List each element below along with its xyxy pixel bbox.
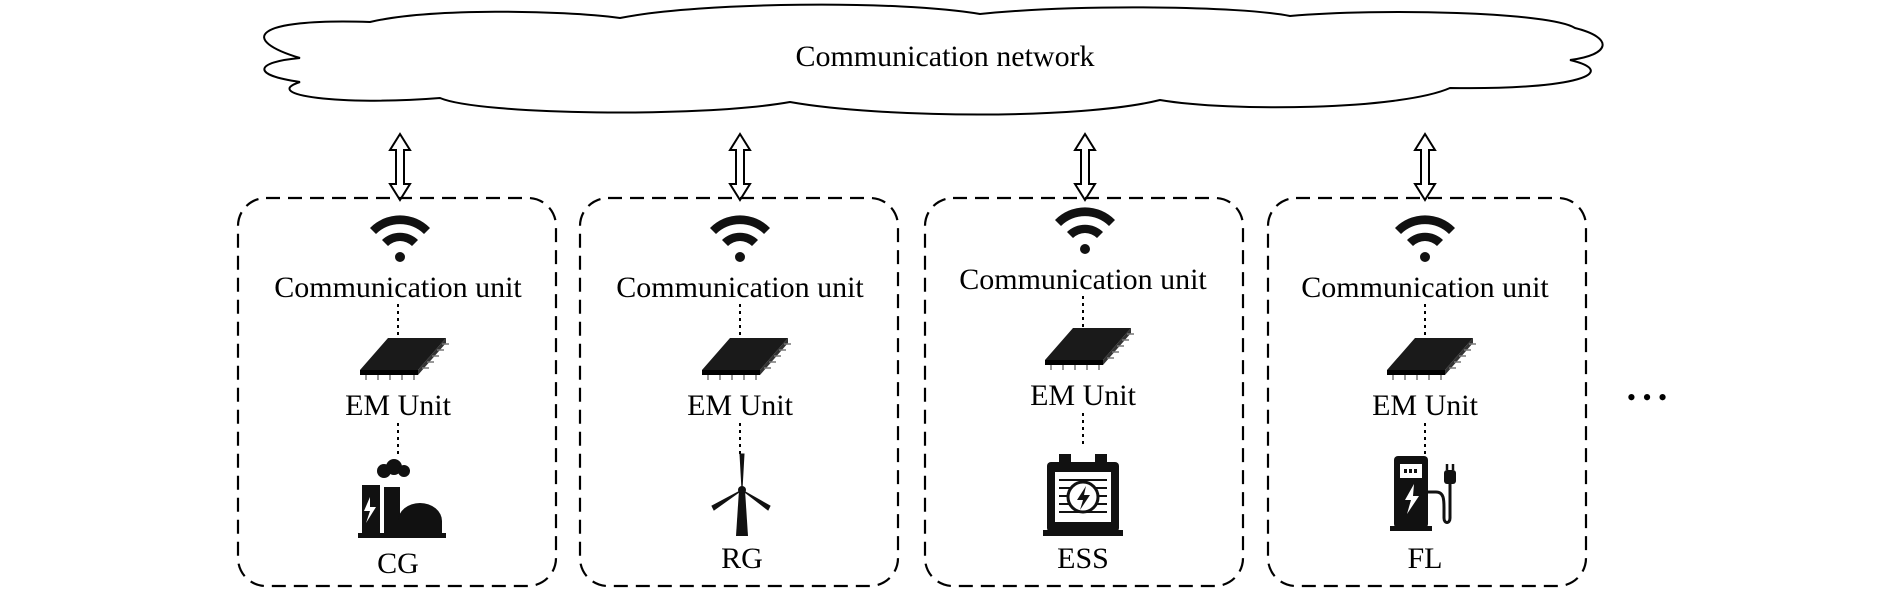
link-arrow-4 <box>1414 133 1436 201</box>
battery-icon <box>1043 454 1123 536</box>
power-plant-icon <box>358 459 446 538</box>
communication-unit-label: Communication unit <box>616 271 864 304</box>
em-unit-label: EM Unit <box>1372 389 1479 422</box>
wifi-icon <box>710 215 770 262</box>
device-label: ESS <box>1057 542 1109 575</box>
chip-icon <box>1386 337 1477 381</box>
device-label: CG <box>377 547 419 580</box>
link-arrow-3 <box>1074 133 1096 201</box>
communication-network-cloud: Communication network <box>263 3 1604 116</box>
node-cg: Communication unit EM Unit CG <box>236 196 558 588</box>
communication-unit-label: Communication unit <box>959 263 1207 296</box>
node-rg: Communication unit EM Unit RG <box>578 196 900 588</box>
network-label: Communication network <box>795 40 1094 73</box>
em-unit-label: EM Unit <box>1030 379 1137 412</box>
link-arrow-2 <box>729 133 751 201</box>
communication-unit-label: Communication unit <box>1301 271 1549 304</box>
wifi-icon <box>1395 215 1455 262</box>
wind-turbine-icon <box>711 453 771 536</box>
communication-unit-label: Communication unit <box>274 271 522 304</box>
device-label: RG <box>721 542 763 575</box>
chip-icon <box>359 337 450 381</box>
em-unit-label: EM Unit <box>687 389 794 422</box>
wifi-icon <box>1055 207 1115 254</box>
chip-icon <box>1044 327 1135 371</box>
em-unit-label: EM Unit <box>345 389 452 422</box>
node-fl: Communication unit EM Unit FL <box>1266 196 1588 588</box>
continuation-ellipsis: • • • <box>1627 383 1667 412</box>
ev-charger-icon <box>1390 456 1456 531</box>
wifi-icon <box>370 215 430 262</box>
chip-icon <box>701 337 792 381</box>
node-ess: Communication unit EM Unit ESS <box>923 196 1245 588</box>
link-arrow-1 <box>389 133 411 201</box>
device-label: FL <box>1407 542 1442 575</box>
